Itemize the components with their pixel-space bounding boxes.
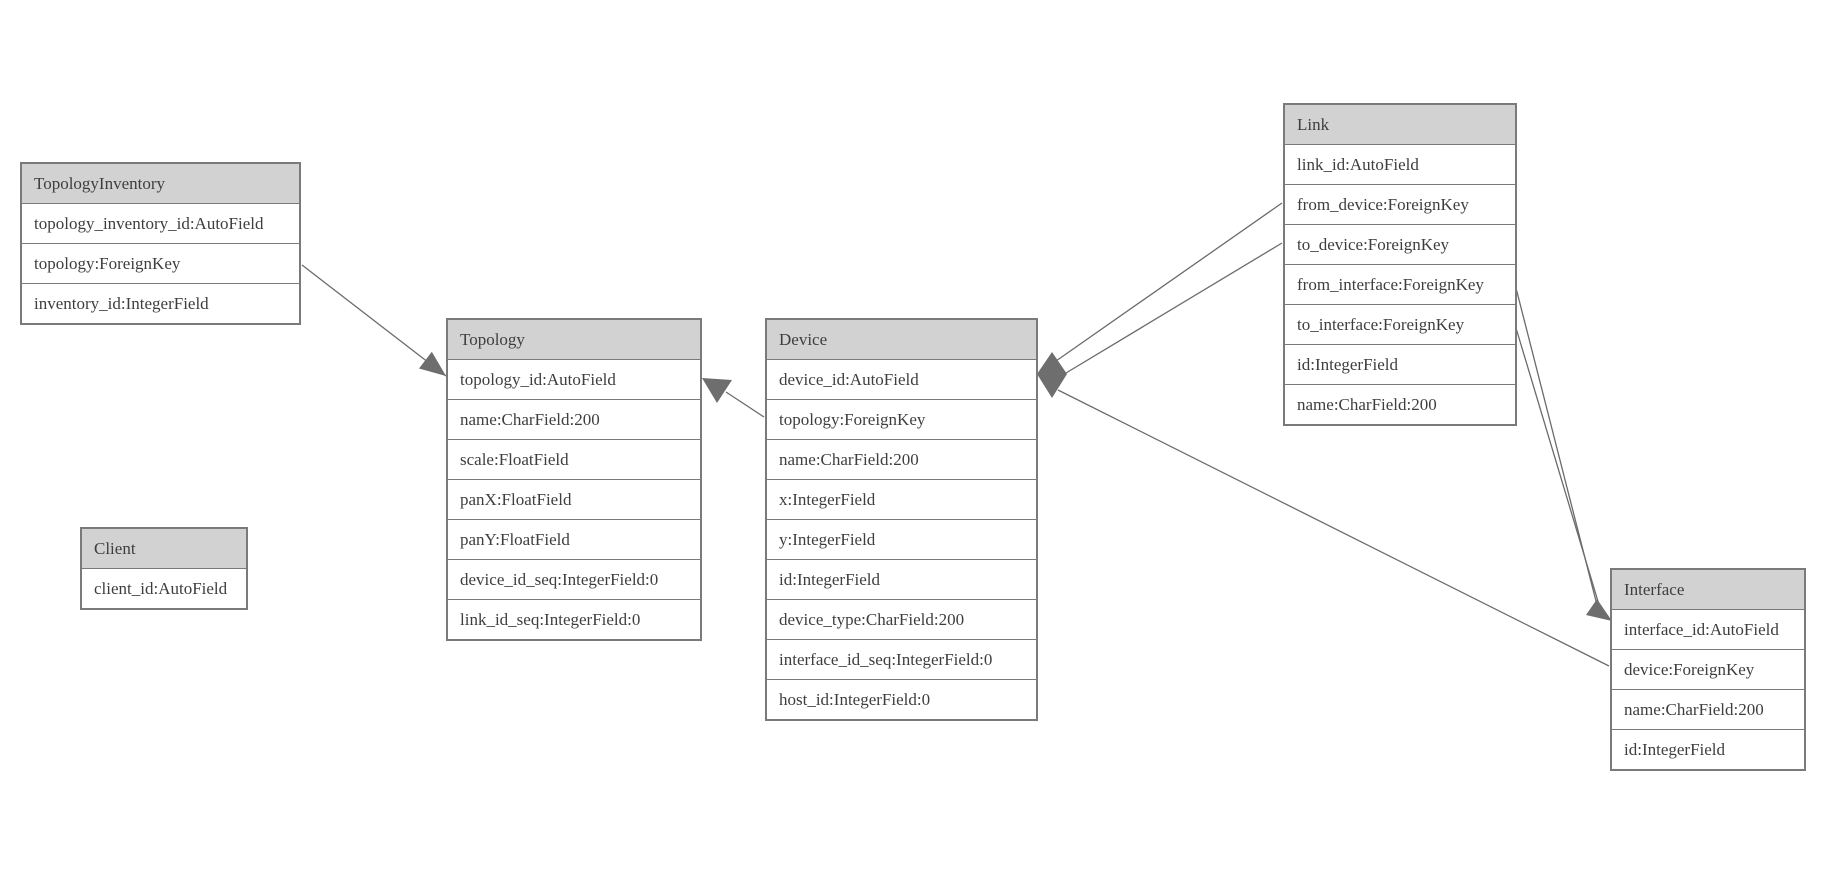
field-row: from_interface:ForeignKey (1285, 265, 1515, 305)
field-row: name:CharField:200 (767, 440, 1036, 480)
relation-link-to-interface (1515, 327, 1601, 609)
field-row: link_id:AutoField (1285, 145, 1515, 185)
field-row: scale:FloatField (448, 440, 700, 480)
field-row: name:CharField:200 (448, 400, 700, 440)
field-row: panY:FloatField (448, 520, 700, 560)
field-row: host_id:IntegerField:0 (767, 680, 1036, 719)
field-row: link_id_seq:IntegerField:0 (448, 600, 700, 639)
field-row: name:CharField:200 (1612, 690, 1804, 730)
field-row: inventory_id:IntegerField (22, 284, 299, 323)
field-row: topology:ForeignKey (767, 400, 1036, 440)
arrowhead-topologyinventory-topology (418, 351, 446, 376)
field-row: device:ForeignKey (1612, 650, 1804, 690)
field-row: topology_id:AutoField (448, 360, 700, 400)
entity-title: Topology (448, 320, 700, 360)
field-row: id:IntegerField (767, 560, 1036, 600)
field-row: panX:FloatField (448, 480, 700, 520)
field-row: name:CharField:200 (1285, 385, 1515, 424)
field-row: device_id:AutoField (767, 360, 1036, 400)
field-row: device_type:CharField:200 (767, 600, 1036, 640)
entity-title: Device (767, 320, 1036, 360)
relation-interface-device (1057, 389, 1610, 667)
field-row: y:IntegerField (767, 520, 1036, 560)
arrowhead-device-upper (1037, 352, 1067, 374)
field-row: device_id_seq:IntegerField:0 (448, 560, 700, 600)
field-row: id:IntegerField (1285, 345, 1515, 385)
relation-link-from-device (1055, 202, 1283, 362)
field-row: id:IntegerField (1612, 730, 1804, 769)
field-row: to_interface:ForeignKey (1285, 305, 1515, 345)
relation-link-to-device (1065, 242, 1283, 374)
field-row: client_id:AutoField (82, 569, 246, 608)
field-row: interface_id:AutoField (1612, 610, 1804, 650)
entity-title: Link (1285, 105, 1515, 145)
field-row: interface_id_seq:IntegerField:0 (767, 640, 1036, 680)
arrowhead-interface-left-edge (1586, 599, 1612, 621)
entity-title: TopologyInventory (22, 164, 299, 204)
field-row: to_device:ForeignKey (1285, 225, 1515, 265)
relation-topologyinventory-topology (301, 264, 447, 377)
relation-device-topology (725, 391, 765, 418)
entity-title: Client (82, 529, 246, 569)
field-row: topology_inventory_id:AutoField (22, 204, 299, 244)
arrowhead-topology-right-edge (702, 378, 732, 403)
arrowhead-device-lower (1037, 374, 1067, 398)
field-row: from_device:ForeignKey (1285, 185, 1515, 225)
field-row: topology:ForeignKey (22, 244, 299, 284)
entity-title: Interface (1612, 570, 1804, 610)
field-row: x:IntegerField (767, 480, 1036, 520)
